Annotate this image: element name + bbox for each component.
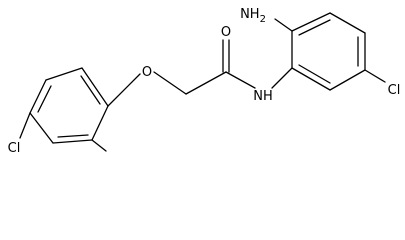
bond-ch2-to-carbonyl	[185, 71, 227, 95]
bond-b6-b1-inner	[298, 64, 331, 84]
bonds	[19, 12, 386, 152]
carbonyl-oxygen-label: O	[221, 25, 231, 40]
bond-ring-to-ether-o	[107, 73, 141, 107]
bond-a1-a2	[45, 67, 83, 81]
bond-b2-b3-inner	[298, 19, 331, 36]
bond-a3-a4	[29, 112, 54, 144]
bond-a6-a1-inner	[80, 75, 101, 105]
bond-methyl	[91, 139, 107, 152]
amine-label: NH2	[240, 7, 266, 25]
bond-b2-b3	[291, 12, 331, 32]
bond-a5-a6	[91, 105, 109, 141]
bond-a2-a3-inner	[37, 85, 52, 113]
bond-b5-b6	[329, 69, 366, 91]
bond-ether-o-to-ch2	[153, 71, 187, 95]
bond-ring-to-cl	[19, 112, 31, 139]
amide-nh-label: NH	[253, 89, 273, 104]
atom-labels: NH2 NH O O Cl Cl	[8, 7, 401, 156]
bond-ring-to-cl-right	[364, 69, 386, 83]
bond-nh-to-ring	[271, 67, 293, 89]
bond-b6-b1	[291, 67, 331, 91]
bond-a4-a5-inner	[57, 134, 89, 138]
bond-a6-a1	[81, 67, 109, 107]
chlorine-left-label: Cl	[8, 141, 21, 156]
bond-carbonyl-to-nh	[225, 71, 256, 89]
ether-oxygen-label: O	[142, 65, 152, 80]
chlorine-right-label: Cl	[388, 83, 401, 98]
bond-b3-b4	[329, 12, 366, 34]
bond-a2-a3	[29, 79, 47, 114]
bond-a4-a5	[52, 139, 93, 144]
bond-ring-to-nh2	[274, 18, 293, 32]
structure-canvas: NH2 NH O O Cl Cl	[8, 7, 401, 156]
molecule-structure: NH2 NH O O Cl Cl	[8, 7, 401, 156]
